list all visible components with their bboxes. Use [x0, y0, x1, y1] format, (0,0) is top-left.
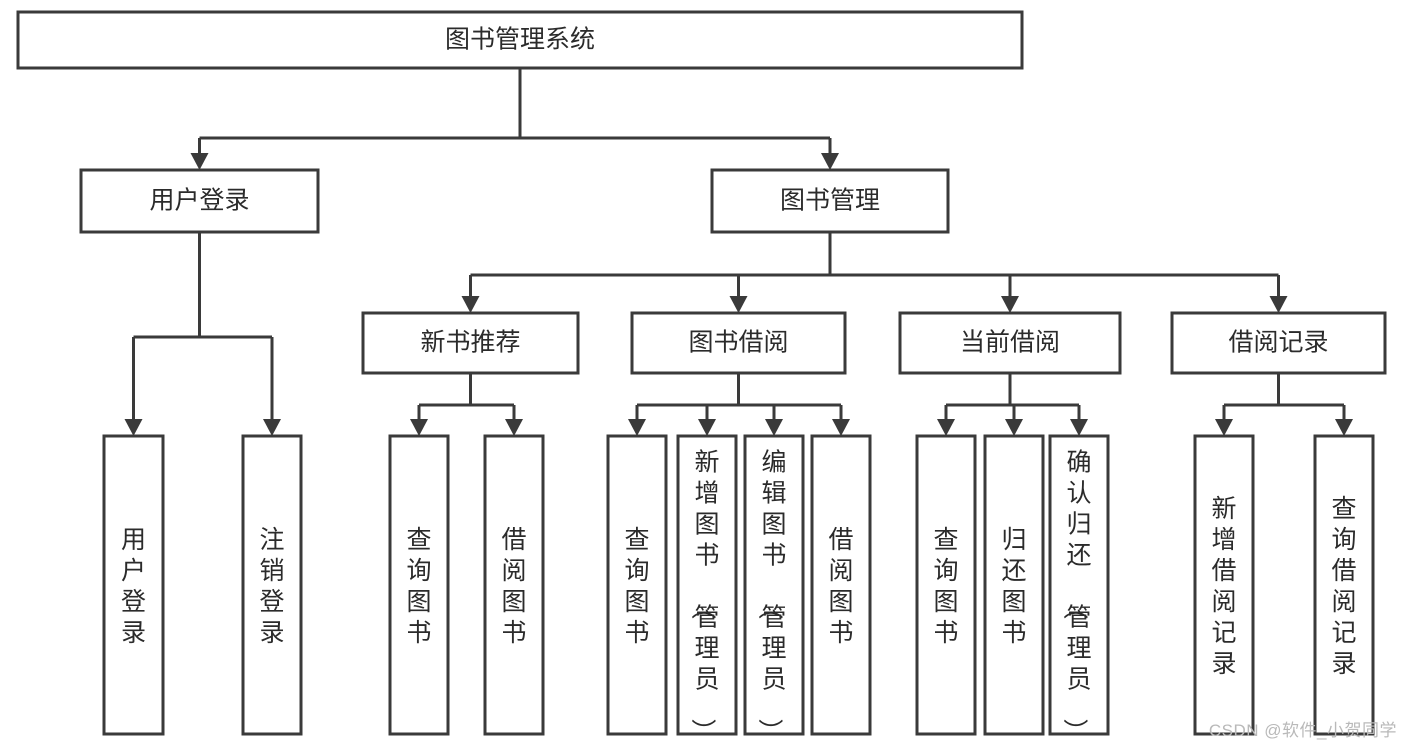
node-label-leaf-query-book-2: 查询图书	[624, 526, 649, 647]
edge-borrow-record-to-leaf-add-record-arrowhead	[1215, 419, 1233, 436]
edge-book-borrow-to-leaf-query-book-2-arrowhead	[628, 419, 646, 436]
node-box-leaf-borrow-book-1	[483, 434, 545, 736]
edge-book-borrow-to-leaf-add-book-arrowhead	[698, 419, 716, 436]
node-label-new-book-recommend: 新书推荐	[420, 329, 520, 357]
node-box-leaf-return-book	[983, 434, 1045, 736]
node-leaf-return-book[interactable]: 归还图书	[983, 434, 1045, 736]
node-leaf-user-login[interactable]: 用户登录	[102, 434, 165, 736]
edge-book-manage-to-book-borrow-arrowhead	[729, 296, 748, 313]
node-box-leaf-add-book	[676, 434, 738, 736]
node-leaf-logout[interactable]: 注销登录	[241, 434, 303, 736]
edge-book-manage-to-current-borrow-arrowhead	[1001, 296, 1019, 313]
edge-current-borrow-to-leaf-return-book-arrowhead	[1005, 419, 1023, 436]
node-label-leaf-query-book-1: 查询图书	[406, 526, 431, 647]
node-label-leaf-add-record: 新增借阅记录	[1211, 495, 1236, 678]
node-label-leaf-return-book: 归还图书	[1001, 526, 1026, 647]
node-box-leaf-add-record	[1193, 434, 1255, 736]
node-box-leaf-confirm-return	[1048, 434, 1110, 736]
edge-new-book-recommend-to-leaf-borrow-book-1-arrowhead	[505, 419, 523, 436]
node-box-book-manage	[710, 168, 950, 234]
edge-root-to-book-manage-arrowhead	[821, 153, 839, 170]
node-label-leaf-borrow-book-1: 借阅图书	[501, 526, 526, 647]
node-label-leaf-query-record: 查询借阅记录	[1331, 495, 1356, 678]
edge-book-borrow-to-leaf-edit-book-arrowhead	[765, 419, 783, 436]
node-label-borrow-record: 借阅记录	[1228, 329, 1328, 357]
node-leaf-query-book-2[interactable]: 查询图书	[606, 434, 668, 736]
node-leaf-query-book-3[interactable]: 查询图书	[915, 434, 977, 736]
node-box-book-borrow	[630, 311, 847, 375]
node-box-undefined	[16, 10, 1024, 70]
node-label-book-manage: 图书管理	[780, 187, 880, 215]
node-label-user-login: 用户登录	[149, 187, 249, 215]
node-leaf-edit-book[interactable]: 编辑图书（管理员）	[743, 434, 805, 744]
node-box-leaf-query-book-3	[915, 434, 977, 736]
node-undefined[interactable]: 图书管理系统	[16, 10, 1024, 70]
node-box-leaf-edit-book	[743, 434, 805, 736]
node-leaf-add-record[interactable]: 新增借阅记录	[1193, 434, 1255, 736]
edge-current-borrow-to-leaf-query-book-3-arrowhead	[937, 419, 955, 436]
node-label-current-borrow: 当前借阅	[960, 329, 1060, 357]
node-new-book-recommend[interactable]: 新书推荐	[361, 311, 580, 375]
edge-current-borrow-to-leaf-confirm-return-arrowhead	[1070, 419, 1088, 436]
node-label-leaf-borrow-book-2: 借阅图书	[828, 526, 853, 647]
node-leaf-add-book[interactable]: 新增图书（管理员）	[676, 434, 738, 744]
node-box-leaf-user-login	[102, 434, 165, 736]
node-label-book-borrow: 图书借阅	[688, 329, 788, 357]
connector-layer	[124, 68, 1353, 436]
node-label-leaf-query-book-3: 查询图书	[933, 526, 958, 647]
node-box-leaf-borrow-book-2	[810, 434, 872, 736]
csdn-watermark: CSDN @软件_小贺同学	[1208, 721, 1397, 740]
node-label-undefined: 图书管理系统	[445, 26, 595, 54]
node-leaf-confirm-return[interactable]: 确认归还（管理员）	[1048, 434, 1110, 744]
edge-book-manage-to-borrow-record-arrowhead	[1269, 296, 1288, 313]
node-box-leaf-query-book-1	[388, 434, 450, 736]
node-label-leaf-user-login: 用户登录	[121, 526, 146, 647]
node-label-leaf-edit-book: 编辑图书（管理员）	[755, 449, 786, 744]
node-box-leaf-query-book-2	[606, 434, 668, 736]
node-box-new-book-recommend	[361, 311, 580, 375]
node-layer: 图书管理系统用户登录图书管理新书推荐图书借阅当前借阅借阅记录用户登录注销登录查询…	[16, 10, 1387, 744]
node-leaf-borrow-book-1[interactable]: 借阅图书	[483, 434, 545, 736]
edge-new-book-recommend-to-leaf-query-book-1-arrowhead	[410, 419, 428, 436]
node-current-borrow[interactable]: 当前借阅	[898, 311, 1122, 375]
node-leaf-borrow-book-2[interactable]: 借阅图书	[810, 434, 872, 736]
node-box-leaf-logout	[241, 434, 303, 736]
node-leaf-query-book-1[interactable]: 查询图书	[388, 434, 450, 736]
edge-book-manage-to-new-book-recommend-arrowhead	[461, 296, 480, 313]
edge-root-to-user-login-arrowhead	[190, 153, 209, 170]
node-label-leaf-add-book: 新增图书（管理员）	[688, 449, 719, 744]
node-book-manage[interactable]: 图书管理	[710, 168, 950, 234]
edge-user-login-to-leaf-logout-arrowhead	[263, 419, 281, 436]
edge-borrow-record-to-leaf-query-record-arrowhead	[1335, 419, 1353, 436]
node-label-leaf-logout: 注销登录	[259, 526, 284, 647]
node-user-login[interactable]: 用户登录	[79, 168, 320, 234]
node-borrow-record[interactable]: 借阅记录	[1170, 311, 1387, 375]
edge-user-login-to-leaf-user-login-arrowhead	[124, 419, 143, 436]
node-leaf-query-record[interactable]: 查询借阅记录	[1313, 434, 1375, 736]
edge-book-borrow-to-leaf-borrow-book-2-arrowhead	[832, 419, 850, 436]
node-box-leaf-query-record	[1313, 434, 1375, 736]
node-label-leaf-confirm-return: 确认归还（管理员）	[1060, 449, 1091, 744]
node-book-borrow[interactable]: 图书借阅	[630, 311, 847, 375]
node-box-current-borrow	[898, 311, 1122, 375]
node-box-borrow-record	[1170, 311, 1387, 375]
node-box-user-login	[79, 168, 320, 234]
